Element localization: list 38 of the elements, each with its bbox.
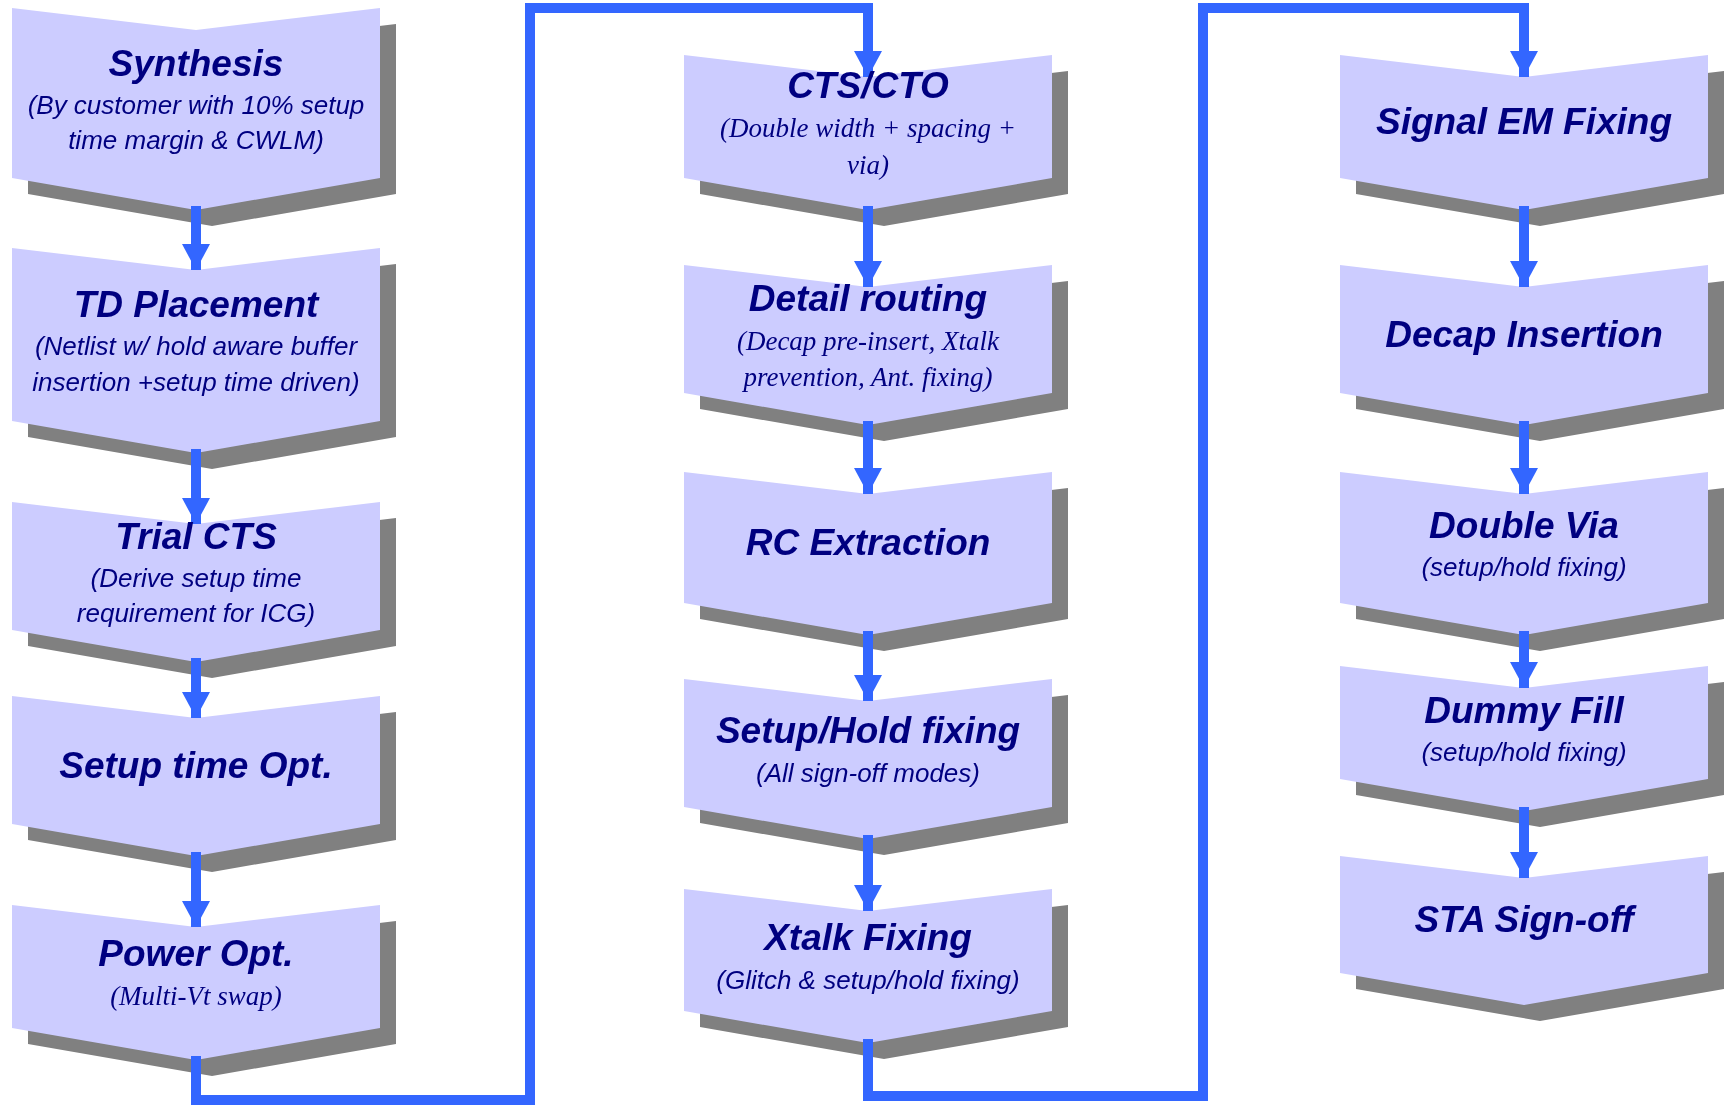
step-title: TD Placement (72, 283, 321, 328)
step-note: (setup/hold fixing) (1420, 551, 1628, 584)
step-title: Synthesis (107, 41, 285, 86)
flow-arrow (1510, 206, 1538, 287)
step-title: CTS/CTO (786, 64, 950, 108)
flow-arrow (182, 449, 210, 524)
step-note: (setup/hold fixing) (1420, 736, 1628, 769)
step-note: (Derive setup time requirement for ICG) (75, 561, 317, 631)
flow-arrow (191, 3, 882, 1105)
flow-arrow (1510, 807, 1538, 878)
step-title: Dummy Fill (1423, 688, 1626, 733)
step-title: Xtalk Fixing (762, 916, 973, 961)
step-title: Detail routing (747, 276, 989, 321)
flow-arrow (854, 835, 882, 911)
flow-arrow (854, 421, 882, 494)
step-note: (By customer with 10% setup time margin & CWLM) (26, 88, 366, 158)
step-note: (Double width + spacing + via) (719, 112, 1017, 182)
flow-arrow (182, 206, 210, 270)
flow-arrow (854, 631, 882, 701)
flow-arrow (182, 852, 210, 927)
flow-arrow (1510, 421, 1538, 494)
step-title: Power Opt. (97, 932, 295, 977)
step-title: Setup/Hold fixing (714, 709, 1022, 754)
step-note: (Netlist w/ hold aware buffer insertion +setup time driven) (31, 330, 361, 399)
step-note: (Decap pre-insert, Xtalk prevention, Ant. fixing) (735, 324, 1001, 395)
step-title: Trial CTS (114, 514, 278, 559)
step-note: (All sign-off modes) (755, 756, 981, 790)
step-note: (Multi-Vt swap) (109, 980, 283, 1014)
step-title: Decap Insertion (1384, 312, 1664, 357)
flow-arrow (854, 206, 882, 287)
flow-arrow (182, 658, 210, 718)
step-title: Double Via (1428, 503, 1620, 548)
step-note: (Glitch & setup/hold fixing) (715, 963, 1021, 997)
step-title: Signal EM Fixing (1375, 100, 1673, 145)
step-title: STA Sign-off (1404, 896, 1644, 945)
step-title: RC Extraction (744, 521, 992, 566)
flow-arrow (1510, 631, 1538, 688)
step-title: Setup time Opt. (58, 743, 334, 788)
